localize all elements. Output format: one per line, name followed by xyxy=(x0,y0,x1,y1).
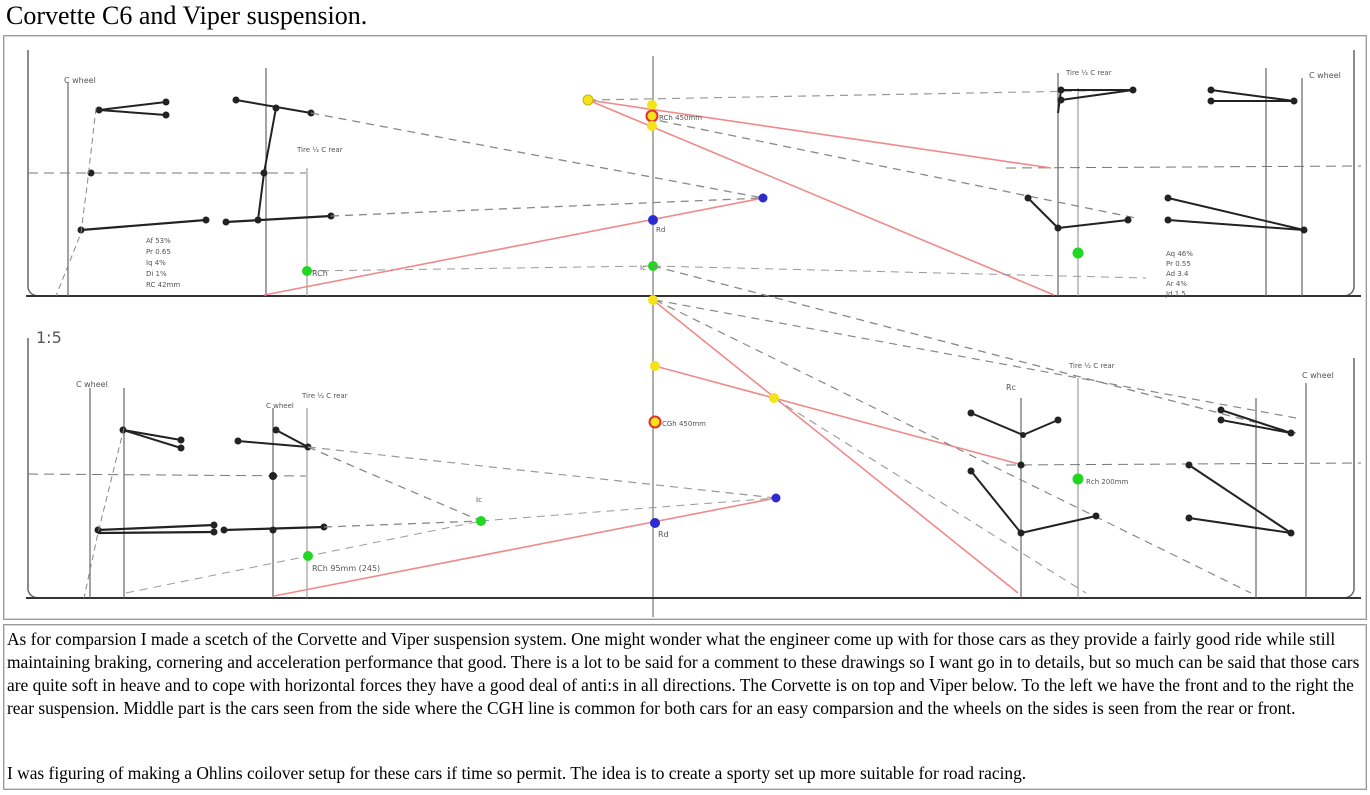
label-bottom-left-center: C wheel xyxy=(266,402,294,410)
label-bottom-right-wheel: C wheel xyxy=(1302,371,1334,380)
note-right-5: Jd 1.5 xyxy=(1165,290,1186,298)
note-right-2: Pr 0.55 xyxy=(1166,260,1191,268)
label-bottom-left-tire: Tire ½ C rear xyxy=(301,392,348,400)
label-bottom-rc: RCh 95mm (245) xyxy=(312,564,380,573)
label-top-right-wheel: C wheel xyxy=(1309,71,1341,80)
note-right-3: Ad 3.4 xyxy=(1166,270,1189,278)
label-top-cg: RCh 450mm xyxy=(659,114,702,122)
note-left-5: RC 42mm xyxy=(146,281,180,289)
page-title: Corvette C6 and Viper suspension. xyxy=(6,1,368,30)
note-left-2: Pr 0.65 xyxy=(146,248,171,256)
top-notes-right: Aq 46% Pr 0.55 Ad 3.4 Ar 4% Jd 1.5 xyxy=(1165,250,1193,298)
label-bottom-rd: Rd xyxy=(658,530,669,539)
suspension-sketch-frame: C wheel Tire ½ C rear RCh RCh 450mm Ic R… xyxy=(3,35,1367,620)
description-paragraph-2: I was figuring of making a Ohlins coilov… xyxy=(7,763,1027,783)
suspension-sketch: C wheel Tire ½ C rear RCh RCh 450mm Ic R… xyxy=(26,50,1362,617)
label-top-left-wheel: C wheel xyxy=(64,76,96,85)
note-right-1: Aq 46% xyxy=(1166,250,1193,258)
note-right-4: Ar 4% xyxy=(1166,280,1187,288)
bottom-sketch: 1:5 xyxy=(26,265,1362,599)
label-bottom-right-tire: Tire ½ C rear xyxy=(1068,362,1115,370)
note-left-1: Af 53% xyxy=(146,237,171,245)
label-top-ic: Ic xyxy=(640,264,646,272)
description-paragraph-1: As for comparsion I made a scetch of the… xyxy=(7,629,1360,718)
note-left-4: Di 1% xyxy=(146,270,167,278)
label-bottom-left-wheel: C wheel xyxy=(76,380,108,389)
top-notes-left: Af 53% Pr 0.65 Iq 4% Di 1% RC 42mm xyxy=(146,237,180,289)
label-bottom-cg: CGh 450mm xyxy=(662,420,706,428)
label-top-rc: RCh xyxy=(312,269,328,278)
scale-mark: 1:5 xyxy=(36,328,62,347)
label-bottom-ic: Ic xyxy=(476,496,482,504)
description-box: As for comparsion I made a scetch of the… xyxy=(3,624,1367,790)
top-sketch: C wheel Tire ½ C rear RCh RCh 450mm Ic R… xyxy=(26,50,1362,617)
label-bottom-right-rch: Rch 200mm xyxy=(1086,478,1129,486)
label-top-rd: Rd xyxy=(656,226,665,234)
note-left-3: Iq 4% xyxy=(146,259,166,267)
label-bottom-right-rc: Rc xyxy=(1006,383,1016,392)
label-top-center-axis: Tire ½ C rear xyxy=(296,146,343,154)
label-top-right-tire: Tire ½ C rear xyxy=(1065,69,1112,77)
